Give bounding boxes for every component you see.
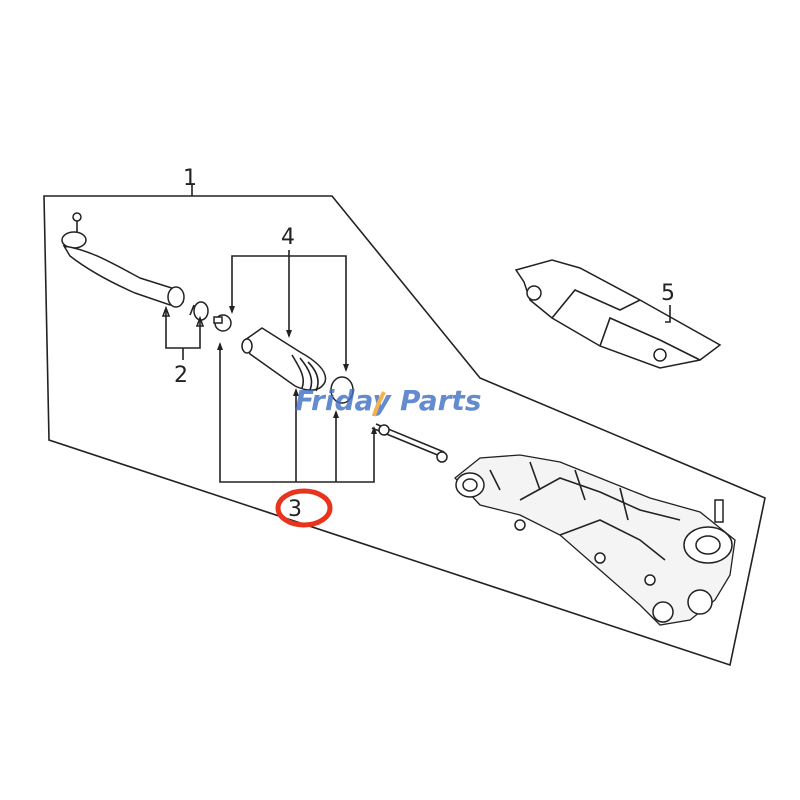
clamp-icon: [189, 301, 209, 321]
callout-3: 3: [288, 497, 302, 522]
callout-5: 5: [661, 281, 675, 306]
callout-2: 2: [174, 363, 188, 388]
watermark: Friday Parts: [295, 384, 481, 417]
leader-3: [219, 344, 375, 483]
assembly-outline: [43, 195, 766, 667]
steering-gear-icon: [454, 454, 736, 626]
leader-5: [665, 305, 671, 323]
callout-1: 1: [183, 166, 197, 191]
highlight-ring: [275, 488, 333, 528]
bracket-icon: [514, 259, 722, 369]
inner-tie-rod-icon: [371, 423, 448, 463]
boot-clamp-icon: [213, 314, 232, 332]
callout-4: 4: [281, 225, 295, 250]
tie-rod-end-icon: [61, 212, 185, 308]
svg-text:Parts: Parts: [400, 384, 481, 417]
boot-icon: [241, 327, 327, 392]
ring-clamp-icon: [330, 376, 354, 404]
